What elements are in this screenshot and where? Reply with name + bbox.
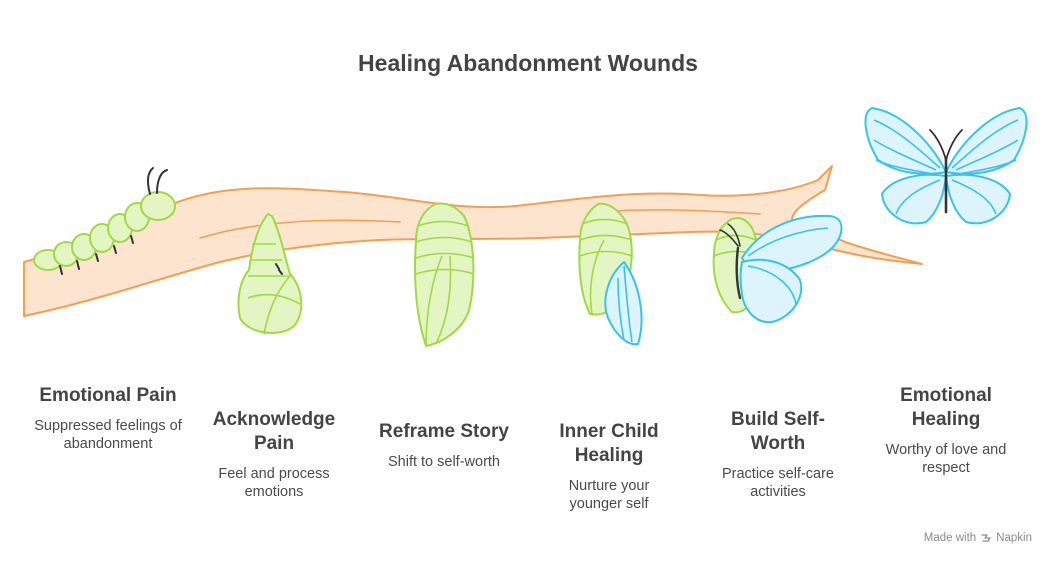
stage-emotional-healing: Emotional Healing Worthy of love and res… — [876, 384, 1016, 477]
stage-build-self-worth: Build Self-Worth Practice self-care acti… — [713, 408, 843, 501]
stage-description: Worthy of love and respect — [885, 442, 1007, 476]
stage-title: Emotional Pain — [39, 385, 177, 406]
page-title: Healing Abandonment Wounds — [358, 50, 698, 76]
caterpillar-icon — [33, 167, 176, 275]
brand-label: Napkin — [996, 532, 1032, 544]
stage-reframe-story: Reframe Story Shift to self-worth — [364, 420, 524, 471]
stage-description: Practice self-care activities — [721, 466, 834, 500]
stage-inner-child-healing: Inner Child Healing Nurture your younger… — [544, 420, 674, 513]
butterfly-icon — [864, 107, 1028, 225]
chrysalis-icon — [414, 202, 475, 347]
stage-description: Shift to self-worth — [387, 454, 500, 470]
cocoon-icon — [237, 213, 303, 335]
branch-icon — [23, 165, 923, 317]
stage-description: Nurture your younger self — [568, 478, 650, 512]
stage-acknowledge-pain: Acknowledge Pain Feel and process emotio… — [204, 408, 344, 501]
stage-title: Acknowledge Pain — [212, 409, 336, 454]
emerging-wing-icon — [578, 202, 643, 346]
emerging-butterfly-icon — [712, 214, 843, 324]
stage-title: Reframe Story — [379, 421, 509, 442]
napkin-logo-icon — [981, 534, 991, 542]
stage-title: Build Self-Worth — [731, 409, 825, 454]
stage-title: Emotional Healing — [900, 385, 992, 430]
stage-title: Inner Child Healing — [559, 421, 659, 466]
stage-emotional-pain: Emotional Pain Suppressed feelings of ab… — [23, 384, 193, 453]
stage-description: Feel and process emotions — [218, 466, 330, 500]
stage-description: Suppressed feelings of abandonment — [34, 418, 182, 452]
made-with-napkin: Made with Napkin — [924, 532, 1032, 544]
made-with-label: Made with — [923, 532, 977, 544]
